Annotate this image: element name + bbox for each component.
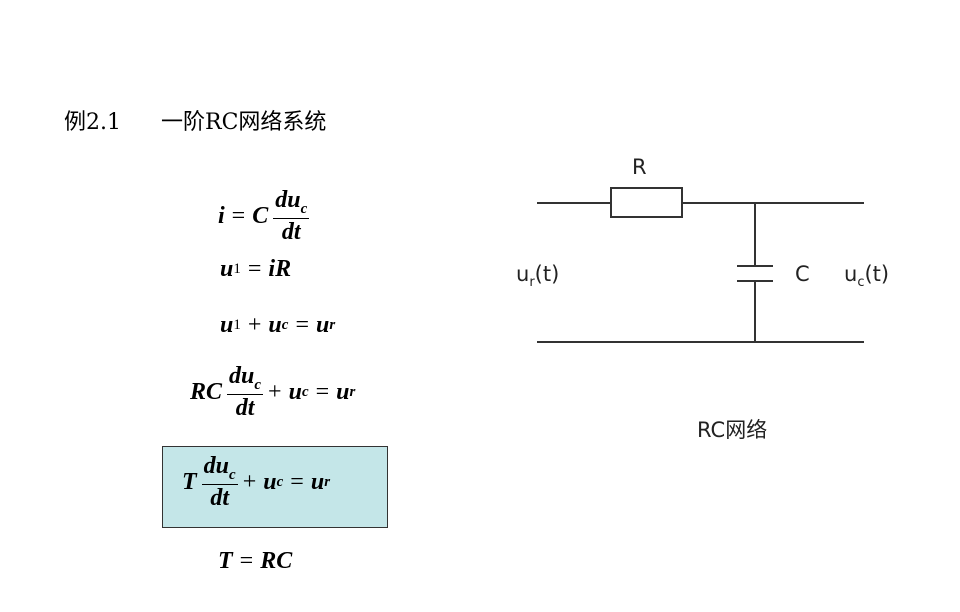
eq6-equals: = [239,548,254,574]
eq1-lhs: i [218,202,225,229]
capacitor-label: C [795,262,810,286]
eq1-num-sub: c [300,200,308,217]
eq5-plus: + [242,468,257,495]
eq1-fraction: duc dt [273,187,310,245]
eq5-num: du [203,453,230,479]
eq2-sub: 1 [233,261,241,277]
eq6-rhs: RC [260,548,293,574]
output-voltage-u: u [844,262,858,286]
eq5-fraction: duc dt [201,453,238,511]
input-voltage-label: ur(t) [516,262,559,290]
eq1-num: du [275,187,301,213]
output-voltage-sub: c [857,275,865,291]
eq3-u1: u [220,312,234,338]
eq4-subc: c [301,383,309,400]
eq4-ur: u [336,378,350,405]
eq3-subc: c [281,317,289,333]
eq5-subr: r [324,473,331,490]
eq5-subc: c [276,473,284,490]
eq4-num: du [229,363,255,389]
eq5-num-sub: c [229,466,236,483]
eq4-fraction: duc dt [227,363,264,421]
example-heading: 一阶RC网络系统 [161,110,327,135]
eq2-rhs: iR [268,256,292,282]
resistor-symbol [610,187,683,218]
equation-t-equals-rc: T = RC [218,548,292,575]
eq5-equals: = [290,468,304,495]
eq2-u: u [220,256,234,282]
eq2-equals: = [247,256,262,282]
eq4-plus: + [268,378,282,405]
highlighted-equation-box [162,446,388,528]
eq3-uc: u [268,312,282,338]
input-voltage-arg: (t) [534,262,560,286]
eq4-subr: r [349,383,356,400]
eq5-den: dt [210,484,230,511]
eq4-num-sub: c [254,376,262,393]
example-number: 例2.1 [64,110,121,135]
eq3-plus: + [247,312,262,338]
output-voltage-arg: (t) [864,262,890,286]
resistor-label: R [632,155,647,179]
eq5-uc: u [263,468,277,495]
eq4-den: dt [235,394,255,421]
input-voltage-u: u [516,262,530,286]
eq3-equals: = [295,312,309,338]
eq4-uc: u [288,378,302,405]
eq3-subr: r [329,317,336,333]
eq5-ur: u [310,468,325,495]
circuit-caption: RC网络 [697,418,768,442]
eq3-ur: u [315,312,330,338]
eq1-equals: = [231,202,246,229]
eq5-t: T [182,468,197,495]
eq4-equals: = [315,378,330,405]
eq6-t: T [218,548,233,574]
eq1-c: C [252,202,269,229]
eq4-rc: RC [190,378,223,405]
eq3-sub1: 1 [233,317,241,333]
example-title: 例2.1 一阶RC网络系统 [64,104,326,136]
equation-current: i = C duc dt [218,187,314,245]
input-voltage-sub: r [529,275,535,291]
eq1-den: dt [281,218,301,245]
output-voltage-label: uc(t) [844,262,889,290]
